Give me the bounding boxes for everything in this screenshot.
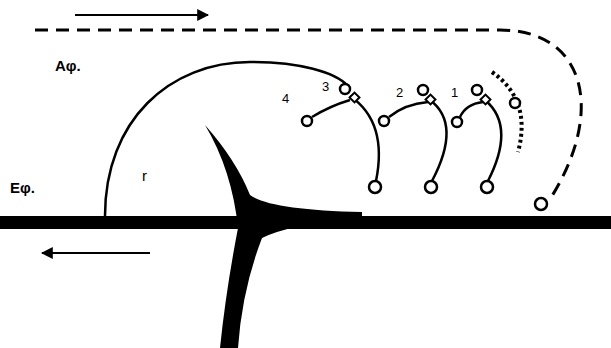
joint-diamond <box>350 93 360 103</box>
callout-number: 3 <box>322 80 329 93</box>
radius-label: r <box>142 168 147 183</box>
region-label: Εφ. <box>10 180 35 195</box>
joint-diamond <box>481 95 491 105</box>
radius-arc <box>105 62 348 216</box>
hook-stem <box>350 96 379 181</box>
flow-arrow <box>75 14 208 16</box>
particle <box>418 85 428 95</box>
callout-number: 2 <box>396 86 403 99</box>
region-label: Αφ. <box>55 58 81 73</box>
callout-number: 1 <box>451 86 458 99</box>
particle <box>379 116 389 126</box>
dashed-path <box>35 30 581 196</box>
hook-arm <box>460 102 483 117</box>
blade-shape <box>205 125 362 348</box>
hook-stem <box>485 100 501 181</box>
joint-diamond <box>426 95 436 105</box>
particle <box>481 181 493 193</box>
particle <box>510 98 520 108</box>
particle <box>302 116 312 126</box>
particle <box>369 181 381 193</box>
hook-arm <box>389 102 428 117</box>
particle <box>535 198 547 210</box>
callout-number: 4 <box>282 92 289 105</box>
particle <box>340 84 350 94</box>
flow-arrow <box>42 252 150 254</box>
hook-arm <box>312 100 350 117</box>
particle <box>472 85 482 95</box>
particle <box>452 117 462 127</box>
hook-stem <box>430 100 447 181</box>
particle <box>425 181 437 193</box>
